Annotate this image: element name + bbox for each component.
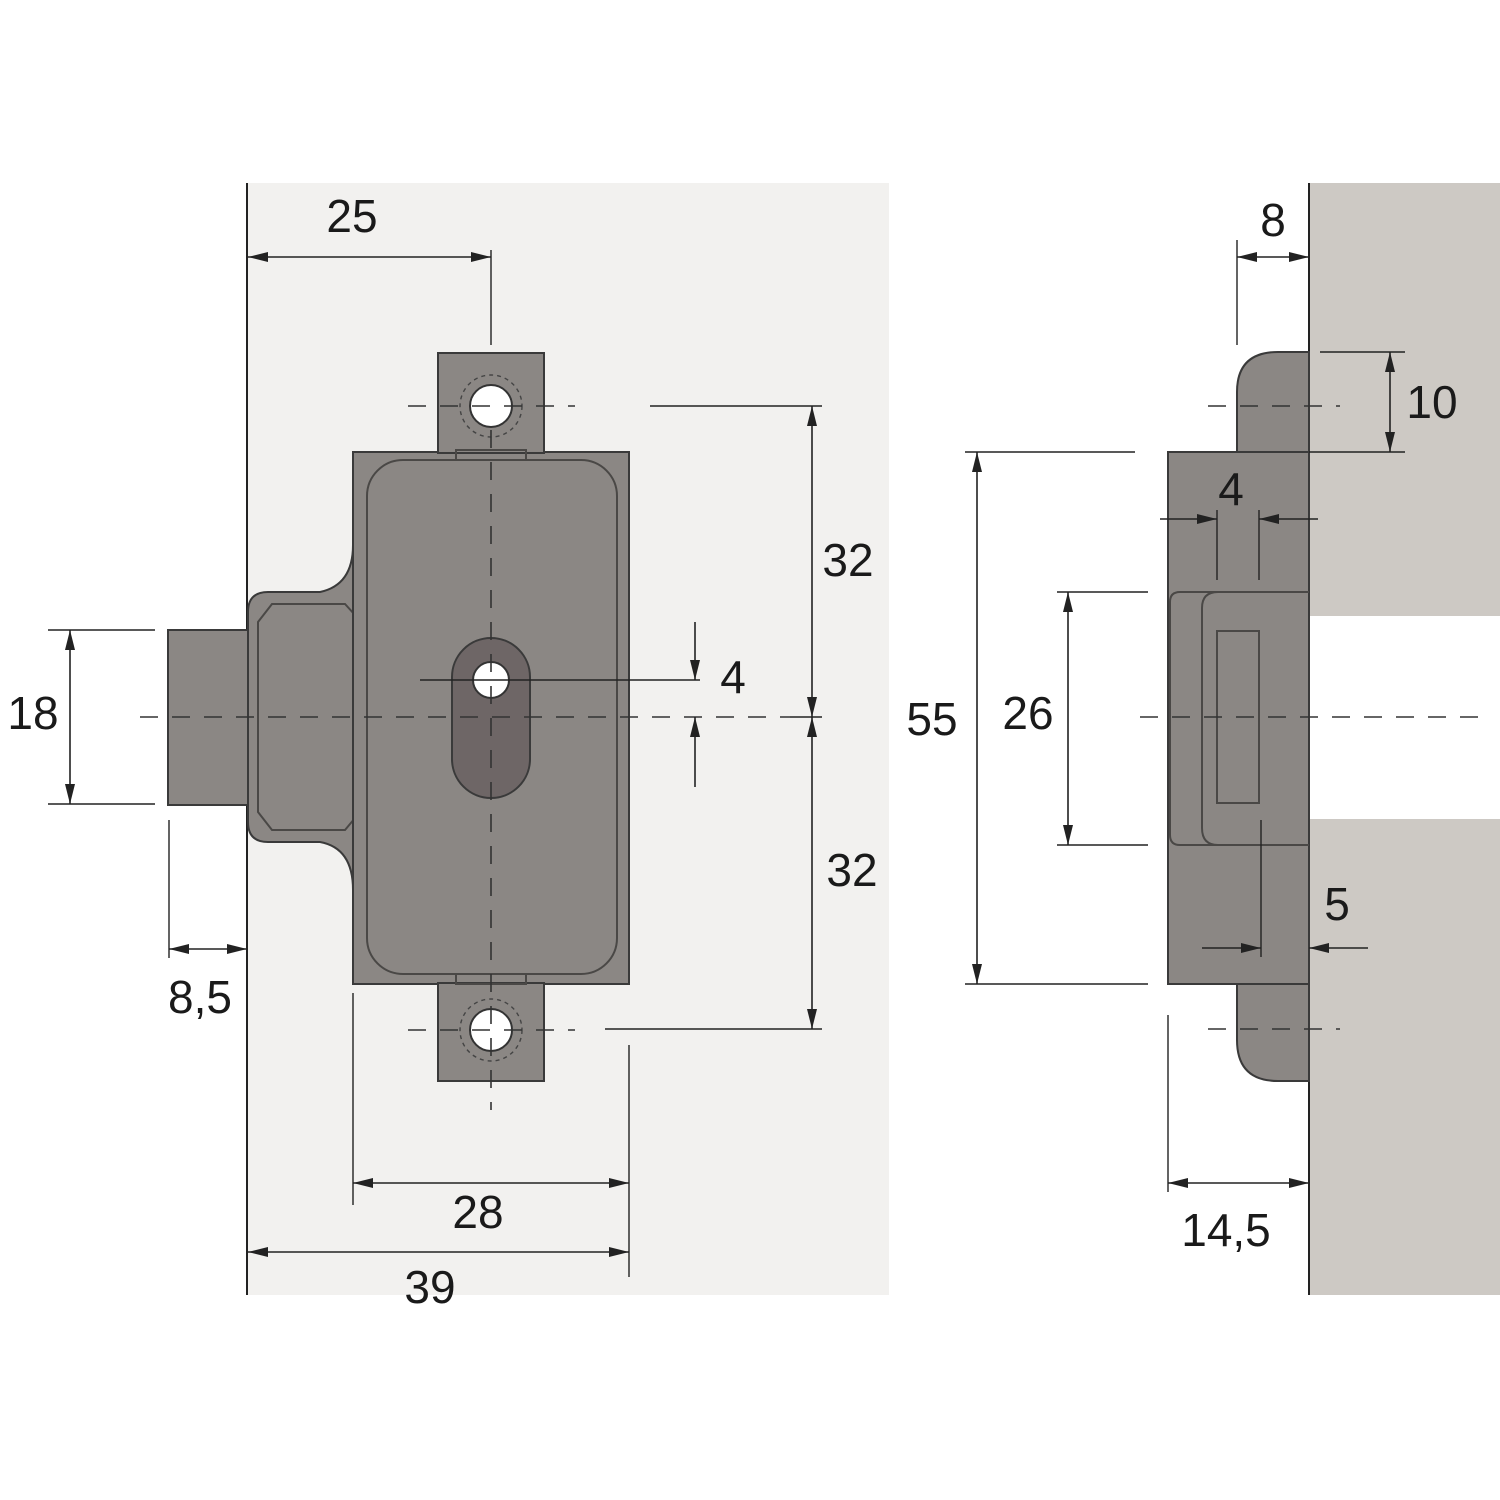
dim-label-10: 10 [1406, 376, 1457, 428]
dim-label-18: 18 [7, 687, 58, 739]
side-panel-lower [1309, 819, 1500, 1295]
dim-label-32-upper: 32 [822, 534, 873, 586]
side-case [1167, 451, 1310, 985]
side-bolt-outline [1169, 591, 1309, 846]
front-view: 25 32 32 4 18 8,5 28 39 [7, 183, 889, 1313]
dim-label-28: 28 [452, 1186, 503, 1238]
dim-label-4-slot: 4 [1218, 463, 1244, 515]
dim-label-8: 8 [1260, 194, 1286, 246]
dim-label-25: 25 [326, 190, 377, 242]
dim-label-5: 5 [1324, 878, 1350, 930]
dim-label-26: 26 [1002, 687, 1053, 739]
side-bolt-inner [1201, 591, 1309, 846]
dim-label-8-5: 8,5 [168, 971, 232, 1023]
dim-label-39: 39 [404, 1261, 455, 1313]
side-view: 8 10 4 55 26 5 14,5 [906, 183, 1500, 1295]
dim-label-32-lower: 32 [826, 844, 877, 896]
top-lug-notch [455, 449, 527, 461]
side-panel-upper [1309, 183, 1500, 616]
dim-label-4-key: 4 [720, 651, 746, 703]
side-plate-bevel [257, 603, 366, 831]
dim-label-14-5: 14,5 [1181, 1204, 1271, 1256]
dim-label-55: 55 [906, 693, 957, 745]
